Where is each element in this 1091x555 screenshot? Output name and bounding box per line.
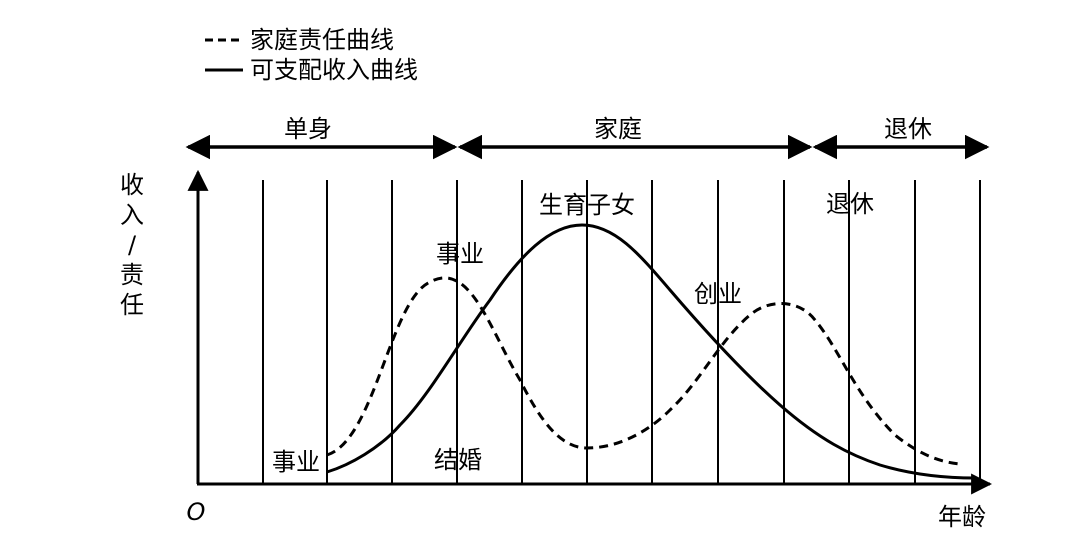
annotation-marriage: 结婚 <box>434 446 482 474</box>
annotation-childbearing: 生育子女 <box>539 191 635 219</box>
y-axis-label-char: 收 <box>120 171 144 199</box>
y-axis-label-char: 责 <box>120 261 144 289</box>
annotation-career-peak: 事业 <box>436 240 484 268</box>
disposable-income-curve <box>326 223 976 480</box>
stage-label-retirement: 退休 <box>884 115 932 143</box>
legend-disposable-income-label: 可支配收入曲线 <box>250 56 418 84</box>
annotation-retirement: 退休 <box>826 190 874 218</box>
family-responsibility-curve <box>326 276 961 466</box>
stage-label-single: 单身 <box>284 115 332 143</box>
legend: 家庭责任曲线 可支配收入曲线 <box>205 26 418 84</box>
legend-family-responsibility-label: 家庭责任曲线 <box>250 26 394 54</box>
vertical-grid <box>262 180 981 483</box>
y-axis-label-char: / <box>128 231 137 259</box>
annotation-career-early: 事业 <box>272 448 320 476</box>
annotation-entrepreneurship: 创业 <box>694 280 742 308</box>
stage-label-family: 家庭 <box>594 115 642 143</box>
y-axis-label-char: 任 <box>120 291 144 319</box>
axes: 收 入 / 责 任 O 年龄 <box>120 169 993 531</box>
y-axis-label-char: 入 <box>120 201 144 229</box>
origin-label: O <box>187 498 206 526</box>
annotations: 事业 事业 结婚 生育子女 创业 退休 <box>272 190 874 476</box>
stage-arrows: 单身 家庭 退休 <box>185 115 990 160</box>
x-axis-label: 年龄 <box>938 503 986 531</box>
